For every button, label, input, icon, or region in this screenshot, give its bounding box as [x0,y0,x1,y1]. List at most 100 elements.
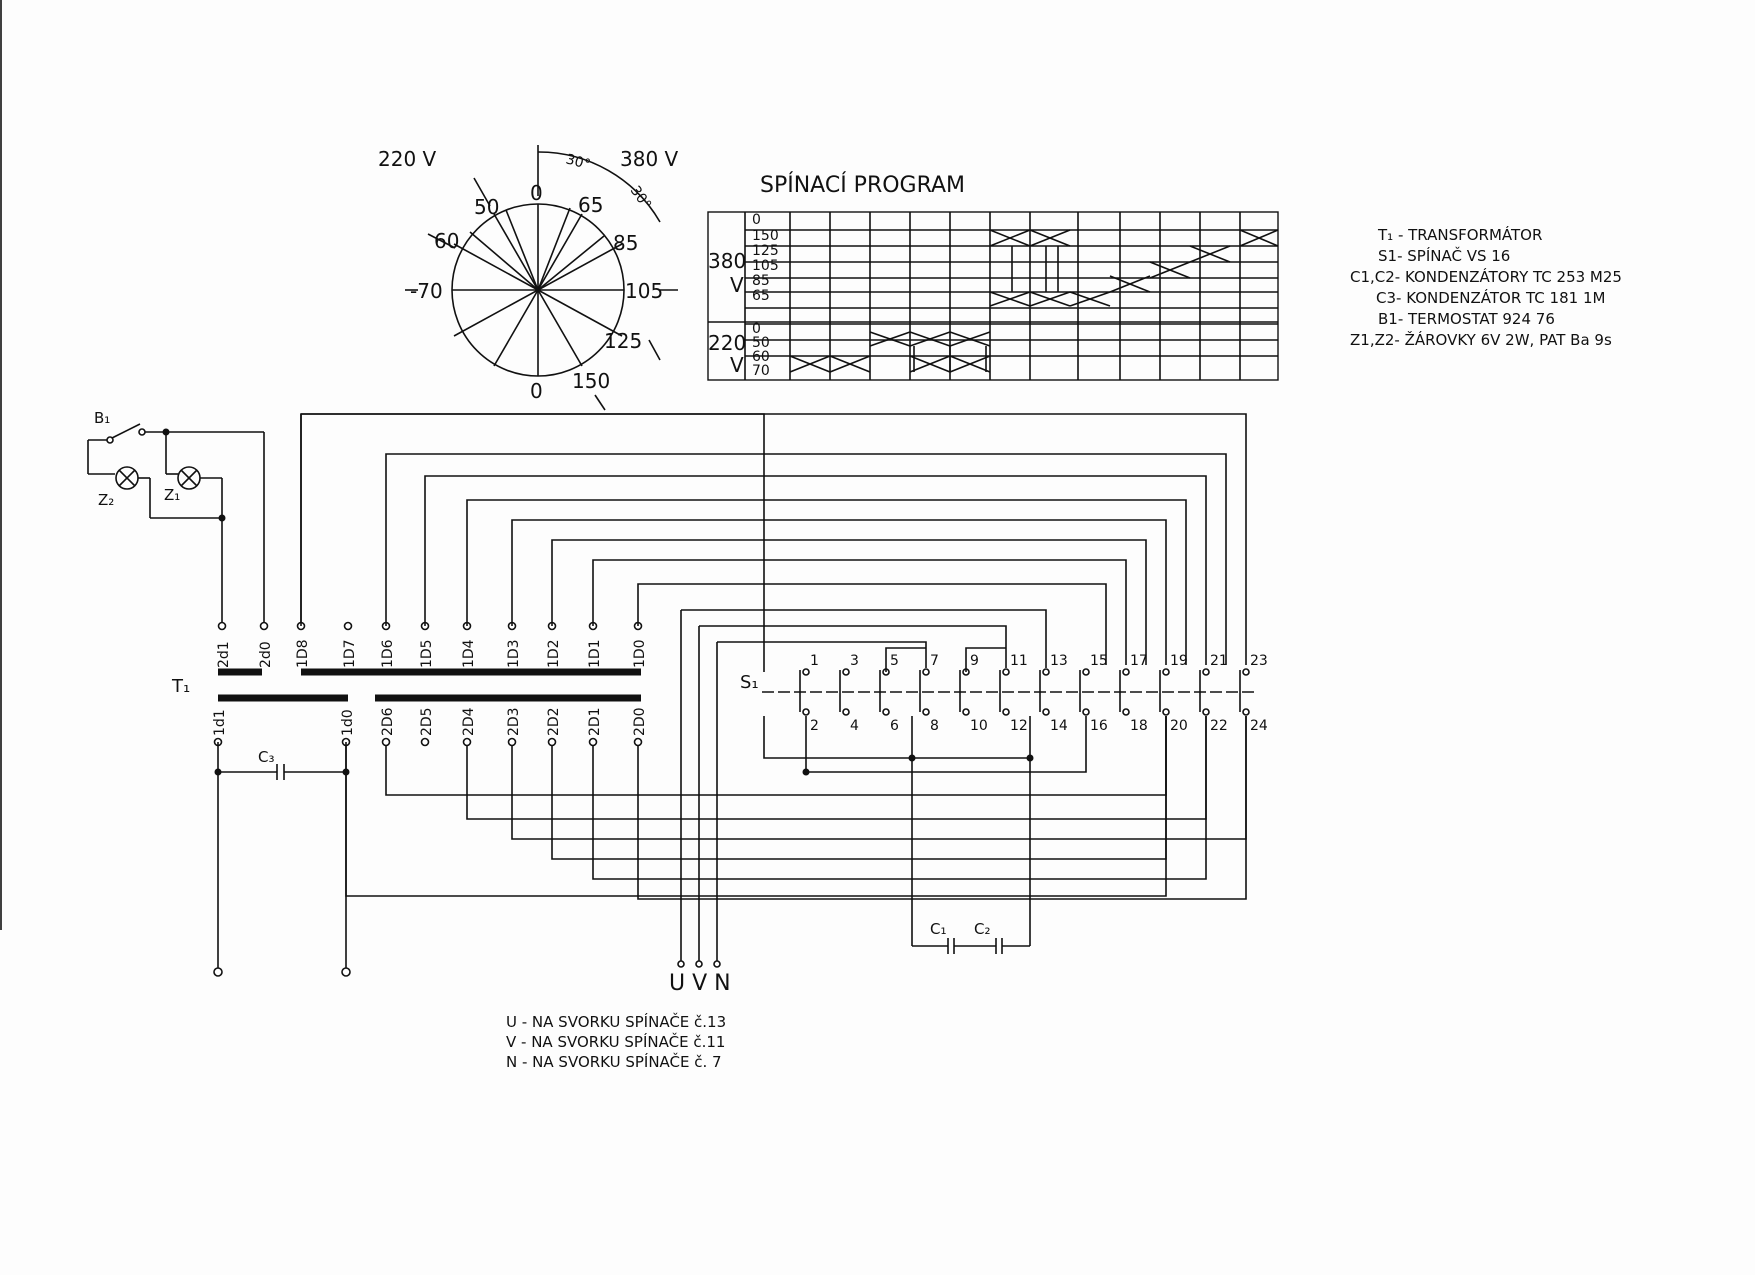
program-380-label: 380 [708,249,746,273]
switch-terminal-even [922,708,930,716]
tx-bottom-label: 1d1 [212,709,228,736]
primary-circuit: C₃ [213,742,351,977]
switch-terminal-odd [842,668,850,676]
program-grid [708,212,1278,380]
switch-terminal-even [882,708,890,716]
switch-label-even: 2 [810,718,819,734]
mark-14-b [1149,261,1191,279]
s1-label: S₁ [740,672,759,693]
switch-terminal-even [1162,708,1170,716]
tx-bottom-label: 2D1 [587,707,603,736]
program-row-220-70: 70 [752,363,770,379]
dial-mark-50: 50 [474,195,499,219]
supply-label: U V N [669,971,731,996]
program-title: SPÍNACÍ PROGRAM [760,172,965,198]
tx-top-label: 1D4 [461,639,477,668]
program-row-220-60: 60 [752,349,770,365]
tx-bottom-terminal [547,737,557,747]
switch-terminal-even [1002,708,1010,716]
c3-junction-left [214,768,222,776]
switch-label-even: 14 [1050,718,1068,734]
t1-label: T₁ [171,676,190,697]
switch-terminal-odd [1242,668,1250,676]
program-row-380-150: 150 [752,228,779,244]
switch-label-even: 20 [1170,718,1188,734]
supply-n-terminal[interactable] [713,960,721,968]
switch-label-odd: 15 [1090,653,1108,669]
switch-label-odd: 5 [890,653,899,669]
switch-label-odd: 23 [1250,653,1268,669]
program-row-380-105: 105 [752,258,779,274]
mark-1-b [789,355,831,373]
legend-s1: S1- SPÍNAČ VS 16 [1378,246,1510,265]
b1-terminal-b [138,428,146,436]
z1-label: Z₁ [164,486,180,504]
program-row-380-65: 65 [752,288,770,304]
tx-bottom-label: 1d0 [340,709,356,736]
switch-terminal-odd [922,668,930,676]
dial-mark-105: 105 [625,279,663,303]
tx-top-label: 1D8 [295,639,311,668]
primary-terminal-2[interactable] [341,967,351,977]
bottom-loop-6 [345,716,1167,897]
tx-bottom-label: 2D3 [506,707,522,736]
switch-label-odd: 21 [1210,653,1228,669]
dial-mark-0-top: 0 [530,181,543,205]
switch-label-even: 18 [1130,718,1148,734]
dial-angle-arc [537,151,661,223]
program-row-220-50: 50 [752,335,770,351]
top-loop-3 [466,499,1187,665]
jumper-5-7 [885,647,926,672]
mark-7-b [949,331,991,347]
switch-label-even: 24 [1250,718,1268,734]
switch-label-odd: 1 [810,653,819,669]
c1-label: C₁ [930,920,947,938]
bottom-loop-0 [385,716,1167,796]
bus-even [763,716,1030,759]
mark-11-b [1029,291,1071,307]
tx-bottom-terminal [588,737,598,747]
switch-terminal-even [962,708,970,716]
mark-15-b [1189,245,1231,263]
top-loop-6 [592,559,1127,665]
tx-top-terminal [259,621,269,631]
jumper-9-11 [965,647,1006,672]
dial-spoke-6 [537,235,605,291]
mark-12-b [1069,291,1111,307]
selector-dial: 220 V 380 V 30° 30° 0 65 85 105 125 150 … [378,145,679,411]
switch-terminal-odd [802,668,810,676]
switch-terminal-even [1122,708,1130,716]
dial-mark-125: 125 [604,329,642,353]
c2-label: C₂ [974,920,991,938]
supply-v-terminal[interactable] [695,960,703,968]
mark-13-b [1109,275,1151,293]
dial-125-pointer [648,339,661,361]
primary-terminal-1[interactable] [213,967,223,977]
program-frame [707,211,1279,381]
mark-8-b [989,229,1031,247]
bottom-loop-2 [511,716,1247,840]
legend: T₁ - TRANSFORMÁTOR S1- SPÍNAČ VS 16 C1,C… [1350,225,1622,349]
supply-u-terminal[interactable] [677,960,685,968]
tx-bottom-label: 2D0 [632,707,648,736]
switch-label-odd: 13 [1050,653,1068,669]
tx-bottom-terminal [462,737,472,747]
dial-60-pointer [427,233,456,249]
junction-dot [802,768,810,776]
program-row-220-0: 0 [752,321,761,337]
lamp-z2 [115,466,139,490]
switch-label-odd: 17 [1130,653,1148,669]
b1-label: B₁ [94,409,110,427]
tx-top-label: 1D1 [587,639,603,668]
tx-bottom-label: 2D5 [419,707,435,736]
tx-top-terminal [343,621,353,631]
mark-16-b [1239,229,1279,247]
tx-top-label: 2d1 [216,641,232,668]
